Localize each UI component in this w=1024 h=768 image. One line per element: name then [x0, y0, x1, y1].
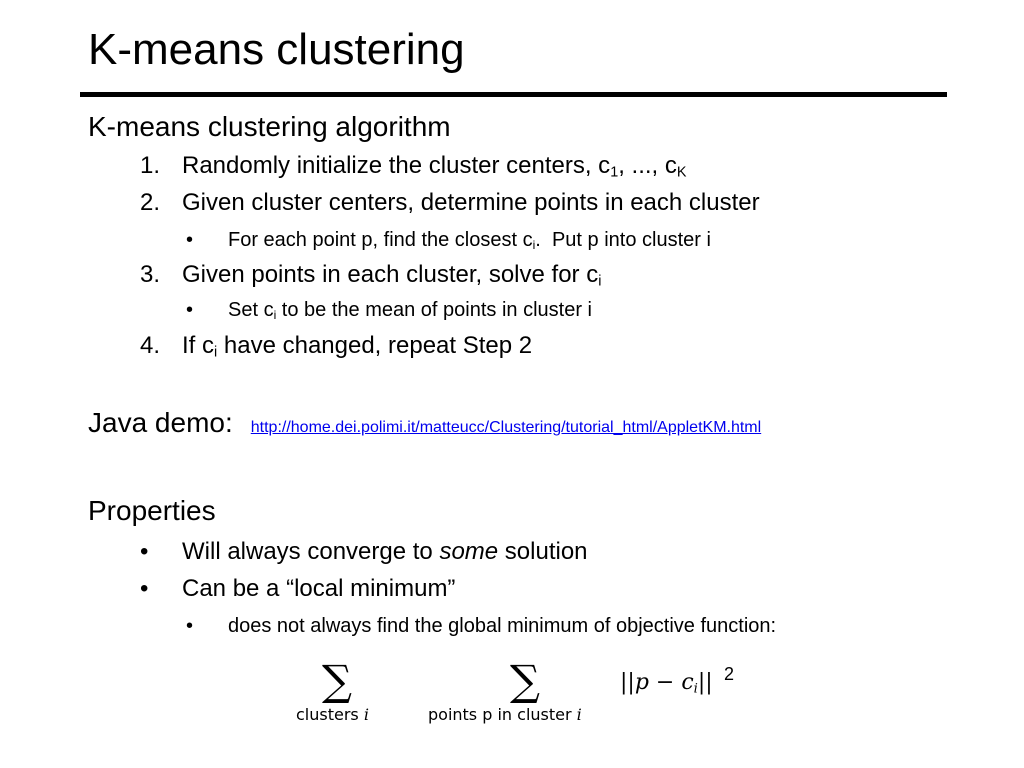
subscript: i — [273, 308, 277, 322]
subscript: i — [598, 273, 602, 290]
norm-expression: ||p − ci|| — [620, 670, 713, 697]
bullet-text: For each point p, find the closest c — [228, 229, 533, 251]
step-text: Given cluster centers, determine points … — [182, 189, 760, 216]
property-sub-text: does not always find the global minimum … — [228, 615, 777, 637]
property-emphasis: some — [439, 538, 499, 565]
bullet-text-after: . Put p into cluster i — [535, 229, 711, 251]
step-3: 3. Given points in each cluster, solve fo… — [140, 261, 601, 291]
exponent: 2 — [724, 664, 735, 684]
step-3-bullet: • Set ci to be the mean of points in clus… — [186, 298, 592, 322]
step-number: 2. — [140, 189, 161, 216]
bullet-icon: • — [140, 575, 149, 602]
bullet-text-after: to be the mean of points in cluster i — [276, 299, 592, 321]
step-text-mid: , ..., c — [618, 152, 677, 179]
step-4: 4. If ci have changed, repeat Step 2 — [140, 332, 532, 362]
property-text: Will always converge to — [182, 538, 440, 565]
bullet-icon: • — [186, 229, 194, 251]
subscript: 1 — [610, 164, 619, 181]
subscript: i — [214, 344, 218, 361]
subscript: K — [676, 164, 687, 181]
step-1: 1. Randomly initialize the cluster center… — [140, 152, 687, 182]
bullet-icon: • — [186, 299, 194, 321]
section-heading-properties: Properties — [88, 495, 216, 526]
subscript: i — [532, 238, 536, 252]
summation-1-label: clusters i — [296, 705, 369, 724]
bullet-icon: • — [186, 615, 194, 637]
title-divider — [80, 92, 947, 97]
step-number: 4. — [140, 332, 161, 359]
property-text-after: solution — [498, 538, 588, 565]
bullet-text: Set c — [228, 299, 274, 321]
property-item-2: • Can be a “local minimum” — [140, 575, 455, 604]
step-text: Given points in each cluster, solve for … — [182, 261, 599, 288]
step-text: Randomly initialize the cluster centers,… — [182, 152, 611, 179]
step-number: 1. — [140, 152, 161, 179]
summation-symbol: ∑ — [322, 656, 352, 705]
step-number: 3. — [140, 261, 161, 288]
summation-2-label: points p in cluster i — [428, 705, 582, 724]
java-demo-link[interactable]: http://home.dei.polimi.it/matteucc/Clust… — [250, 419, 762, 436]
step-2: 2. Given cluster centers, determine point… — [140, 189, 760, 218]
java-demo-label: Java demo: — [88, 407, 233, 438]
section-heading-algorithm: K-means clustering algorithm — [88, 111, 451, 142]
summation-symbol: ∑ — [510, 656, 540, 705]
java-demo-line: Java demo: http://home.dei.polimi.it/matt… — [88, 406, 761, 440]
property-item-1: • Will always converge to some solution — [140, 538, 588, 567]
bullet-icon: • — [140, 538, 149, 565]
property-sub-item: • does not always find the global minimum… — [186, 614, 776, 638]
property-text: Can be a “local minimum” — [182, 575, 456, 602]
objective-function-formula: ∑ clusters i ∑ points p in cluster i ||p… — [292, 660, 752, 730]
step-2-bullet: • For each point p, find the closest ci. … — [186, 228, 711, 252]
slide-title: K-means clustering — [88, 25, 465, 74]
step-text: If c — [182, 332, 215, 359]
step-text-after: have changed, repeat Step 2 — [217, 332, 533, 359]
